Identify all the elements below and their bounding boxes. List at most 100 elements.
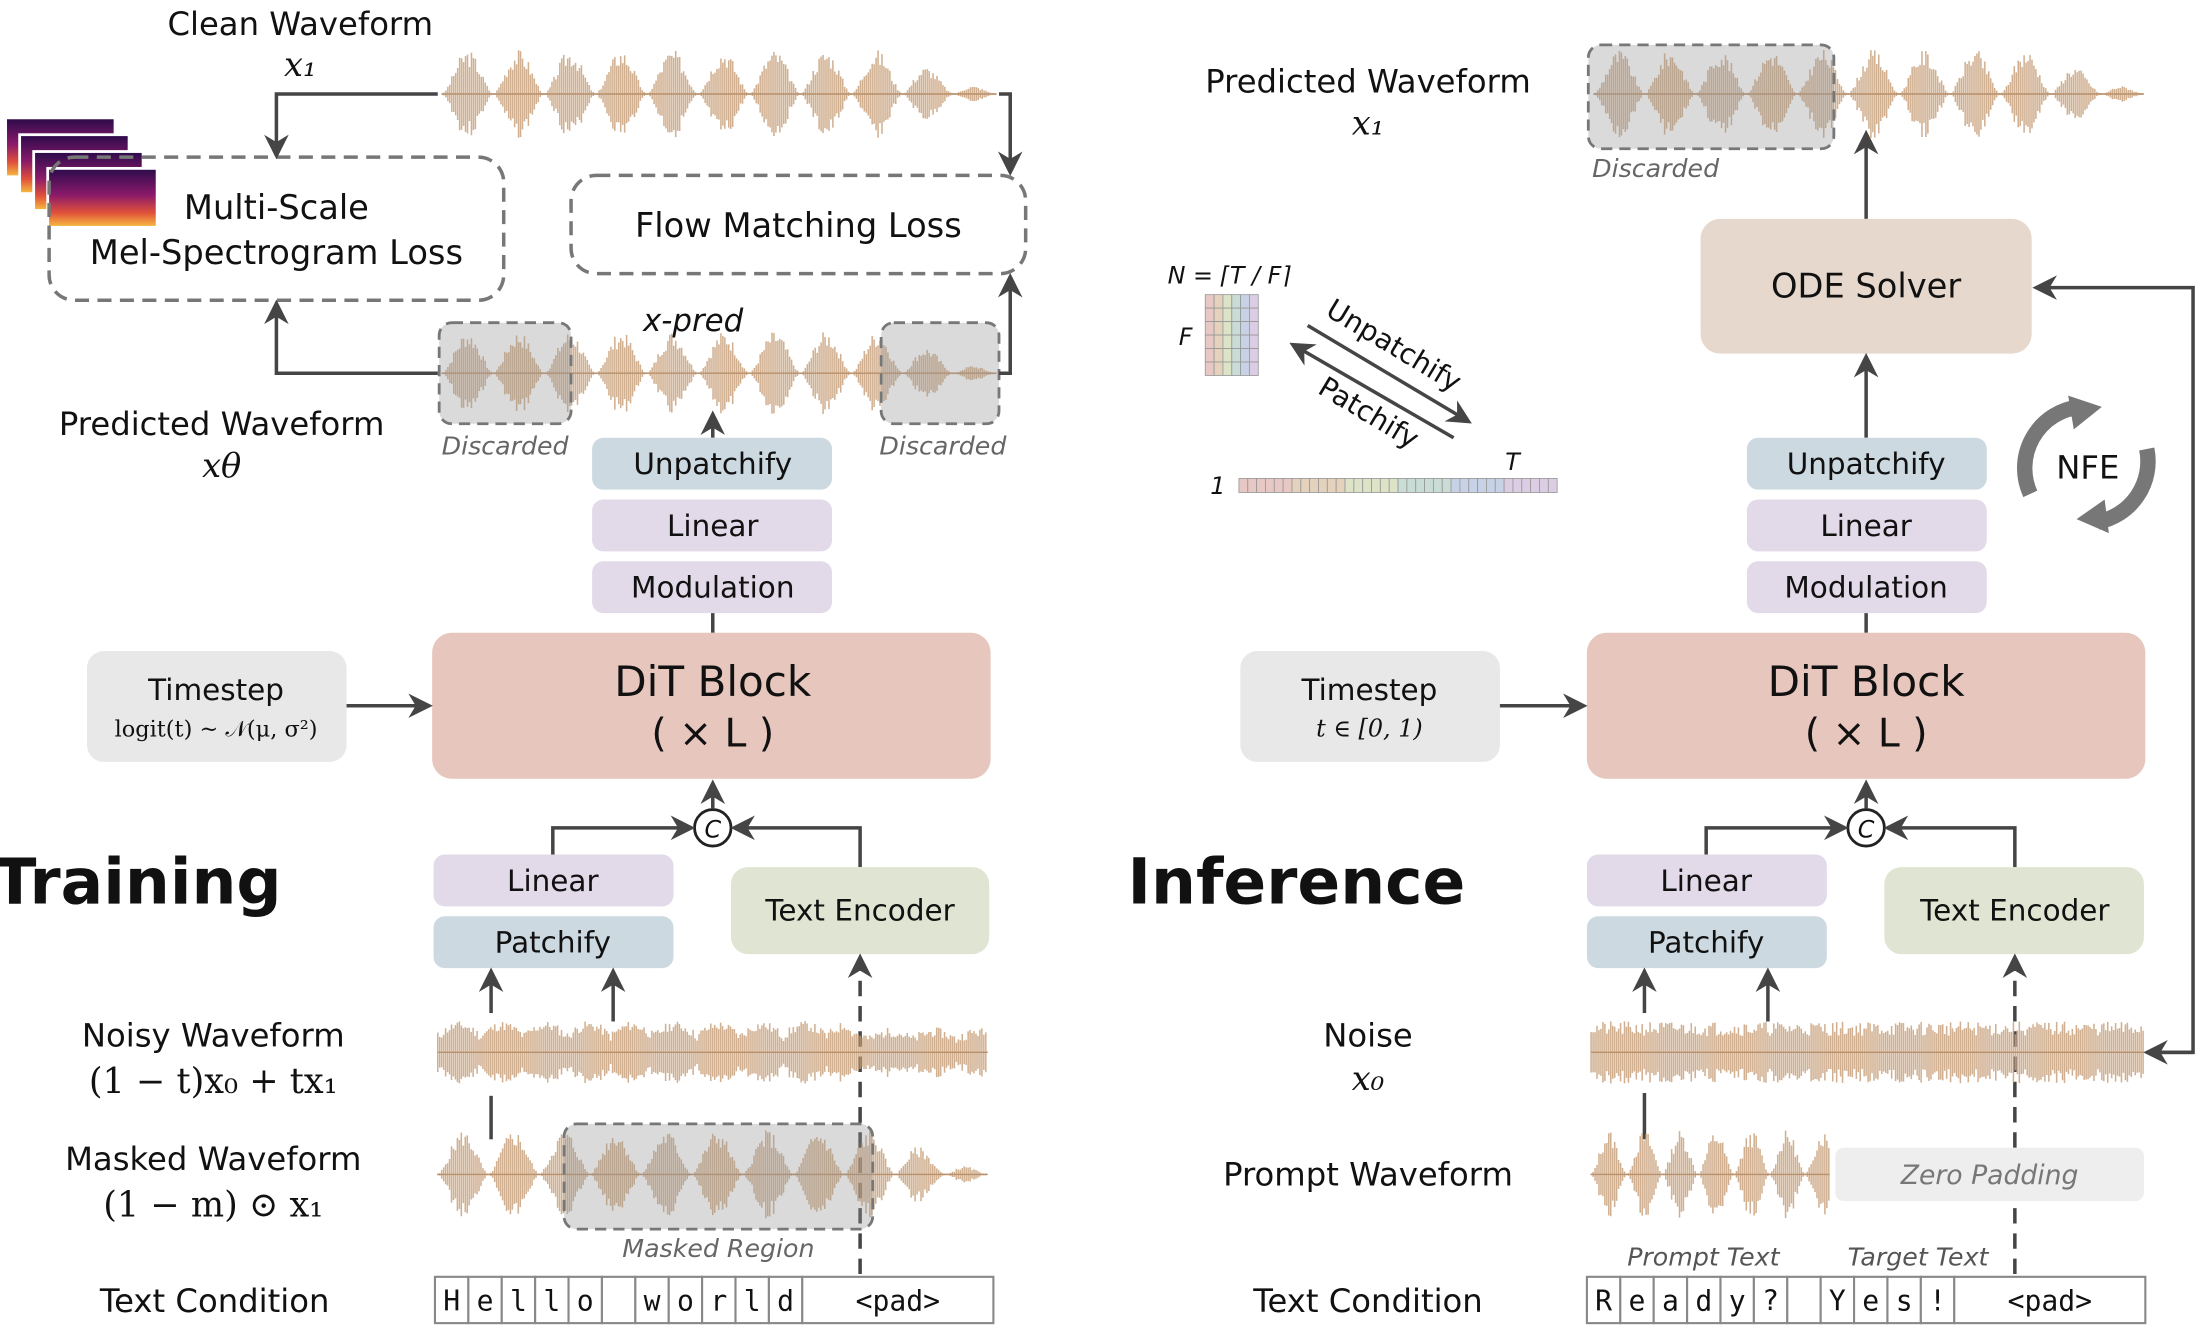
linear-head-label: Linear: [667, 509, 759, 543]
token-cell: y: [1719, 1275, 1755, 1325]
noise-symbol: x₀: [1352, 1059, 1385, 1098]
token-char: l: [744, 1284, 761, 1317]
token-char: o: [677, 1284, 694, 1317]
zero-padding-label: Zero Padding: [1900, 1160, 2079, 1191]
discarded-region-left: [437, 321, 573, 426]
inference-discarded-region: [1586, 43, 1836, 151]
token-char: s: [1896, 1284, 1913, 1317]
arrow-pred-to-mel-loss: [264, 299, 438, 375]
masked-waveform-formula: (1 − m) ⊙ x₁: [103, 1184, 323, 1225]
arrow-textenc-to-concat: [730, 815, 862, 868]
modulation-label: Modulation: [631, 571, 794, 605]
discarded-label-right: Discarded: [879, 432, 1007, 461]
inference-unpatchify-label: Unpatchify: [1787, 447, 1946, 481]
noise-waveform: [1590, 1021, 2144, 1084]
multi-scale-loss-line1: Multi-Scale: [184, 188, 369, 227]
token-cell: [1786, 1275, 1822, 1325]
prompt-waveform-label: Prompt Waveform: [1223, 1156, 1513, 1194]
inference-predicted-waveform: [1593, 50, 2144, 138]
inference-dit-block: [1586, 632, 2146, 779]
text-encoder-block: [731, 867, 990, 955]
token-cell: o: [667, 1275, 704, 1325]
patchify-label: Patchify: [495, 926, 611, 960]
text-condition-label: Text Condition: [99, 1282, 329, 1320]
nfe-label: NFE: [2056, 448, 2119, 486]
inference-timestep-label: Timestep: [1301, 673, 1438, 707]
noise-label: Noise: [1323, 1017, 1413, 1055]
token-char: e: [1862, 1284, 1879, 1317]
concat-label: C: [704, 816, 721, 844]
text-encoder-label: Text Encoder: [764, 893, 955, 927]
arrow-inference-textenc-to-concat: [1883, 815, 2017, 868]
inset-n-formula: N = ⌈T / F⌉: [1168, 261, 1292, 289]
masked-region: [562, 1122, 875, 1231]
token-char: d: [777, 1284, 794, 1317]
prompt-text-label: Prompt Text: [1627, 1243, 1780, 1272]
nfe-cycle-icon: [2016, 395, 2156, 534]
token-char: Y: [1829, 1284, 1846, 1317]
arrow-patchify-inset: [1289, 342, 1455, 440]
timestep-block: [86, 651, 347, 762]
prompt-waveform: [1590, 1130, 1830, 1219]
inference-text-encoder-block: [1884, 867, 2144, 955]
token-char: e: [1629, 1284, 1646, 1317]
predicted-waveform: [441, 332, 997, 415]
inset-t-label: T: [1505, 448, 1522, 476]
inference-unpatchify-block: [1746, 437, 1987, 490]
inference-linear-head-label: Linear: [1820, 509, 1912, 543]
flow-matching-loss-box: [569, 173, 1028, 276]
token-cell: H: [433, 1275, 470, 1325]
token-cell: Y: [1819, 1275, 1856, 1325]
clean-waveform-symbol: x₁: [284, 45, 316, 84]
linear-input-block: [433, 854, 674, 907]
discarded-label-left: Discarded: [442, 432, 570, 461]
token-cell: l: [734, 1275, 770, 1325]
linear-input-label: Linear: [507, 864, 599, 898]
token-cell: d: [767, 1275, 804, 1325]
token-char: e: [477, 1284, 494, 1317]
token-cell: [600, 1275, 637, 1325]
ode-solver-block: [1700, 218, 2032, 354]
token-char: w: [644, 1284, 661, 1317]
pad-token-cell: <pad>: [1953, 1275, 2147, 1325]
unpatchify-label: Unpatchify: [633, 447, 792, 481]
token-char: o: [577, 1284, 594, 1317]
token-cell: l: [534, 1275, 570, 1325]
multi-scale-loss-line2: Mel-Spectrogram Loss: [90, 233, 463, 272]
token-char: a: [1662, 1284, 1679, 1317]
predicted-waveform-symbol: xθ: [202, 446, 241, 485]
inference-discarded-label: Discarded: [1592, 154, 1720, 183]
token-cell: a: [1652, 1275, 1689, 1325]
token-char: !: [1929, 1284, 1946, 1317]
token-cell: s: [1886, 1275, 1922, 1325]
masked-waveform: [436, 1130, 988, 1219]
discarded-region-right: [879, 321, 1001, 426]
masked-waveform-label: Masked Waveform: [65, 1140, 361, 1178]
clean-waveform: [441, 50, 997, 138]
noisy-waveform-formula: (1 − t)x₀ + tx₁: [89, 1061, 338, 1102]
inset-f-label: F: [1179, 323, 1193, 351]
inference-text-condition-label: Text Condition: [1252, 1282, 1482, 1320]
arrow-inference-linear-to-concat: [1704, 815, 1849, 855]
noisy-waveform: [436, 1021, 988, 1084]
token-cell: l: [500, 1275, 537, 1325]
inference-patchify-label: Patchify: [1648, 926, 1764, 960]
token-cell: !: [1919, 1275, 1956, 1325]
token-char: R: [1595, 1284, 1612, 1317]
x-pred-label: x-pred: [642, 303, 744, 339]
arrow-linear-to-concat: [551, 815, 696, 855]
token-cell: R: [1585, 1275, 1622, 1325]
patch-strip: [1238, 478, 1558, 493]
arrow-unpatchify-inset: [1306, 324, 1472, 424]
patchify-block: [433, 916, 674, 969]
inference-predicted-label: Predicted Waveform: [1205, 63, 1531, 101]
timestep-label: Timestep: [147, 673, 284, 707]
inference-dit-label: DiT Block: [1768, 657, 1966, 706]
flow-matching-loss-label: Flow Matching Loss: [635, 206, 962, 245]
token-cell: e: [1619, 1275, 1655, 1325]
token-cell: ?: [1752, 1275, 1789, 1325]
